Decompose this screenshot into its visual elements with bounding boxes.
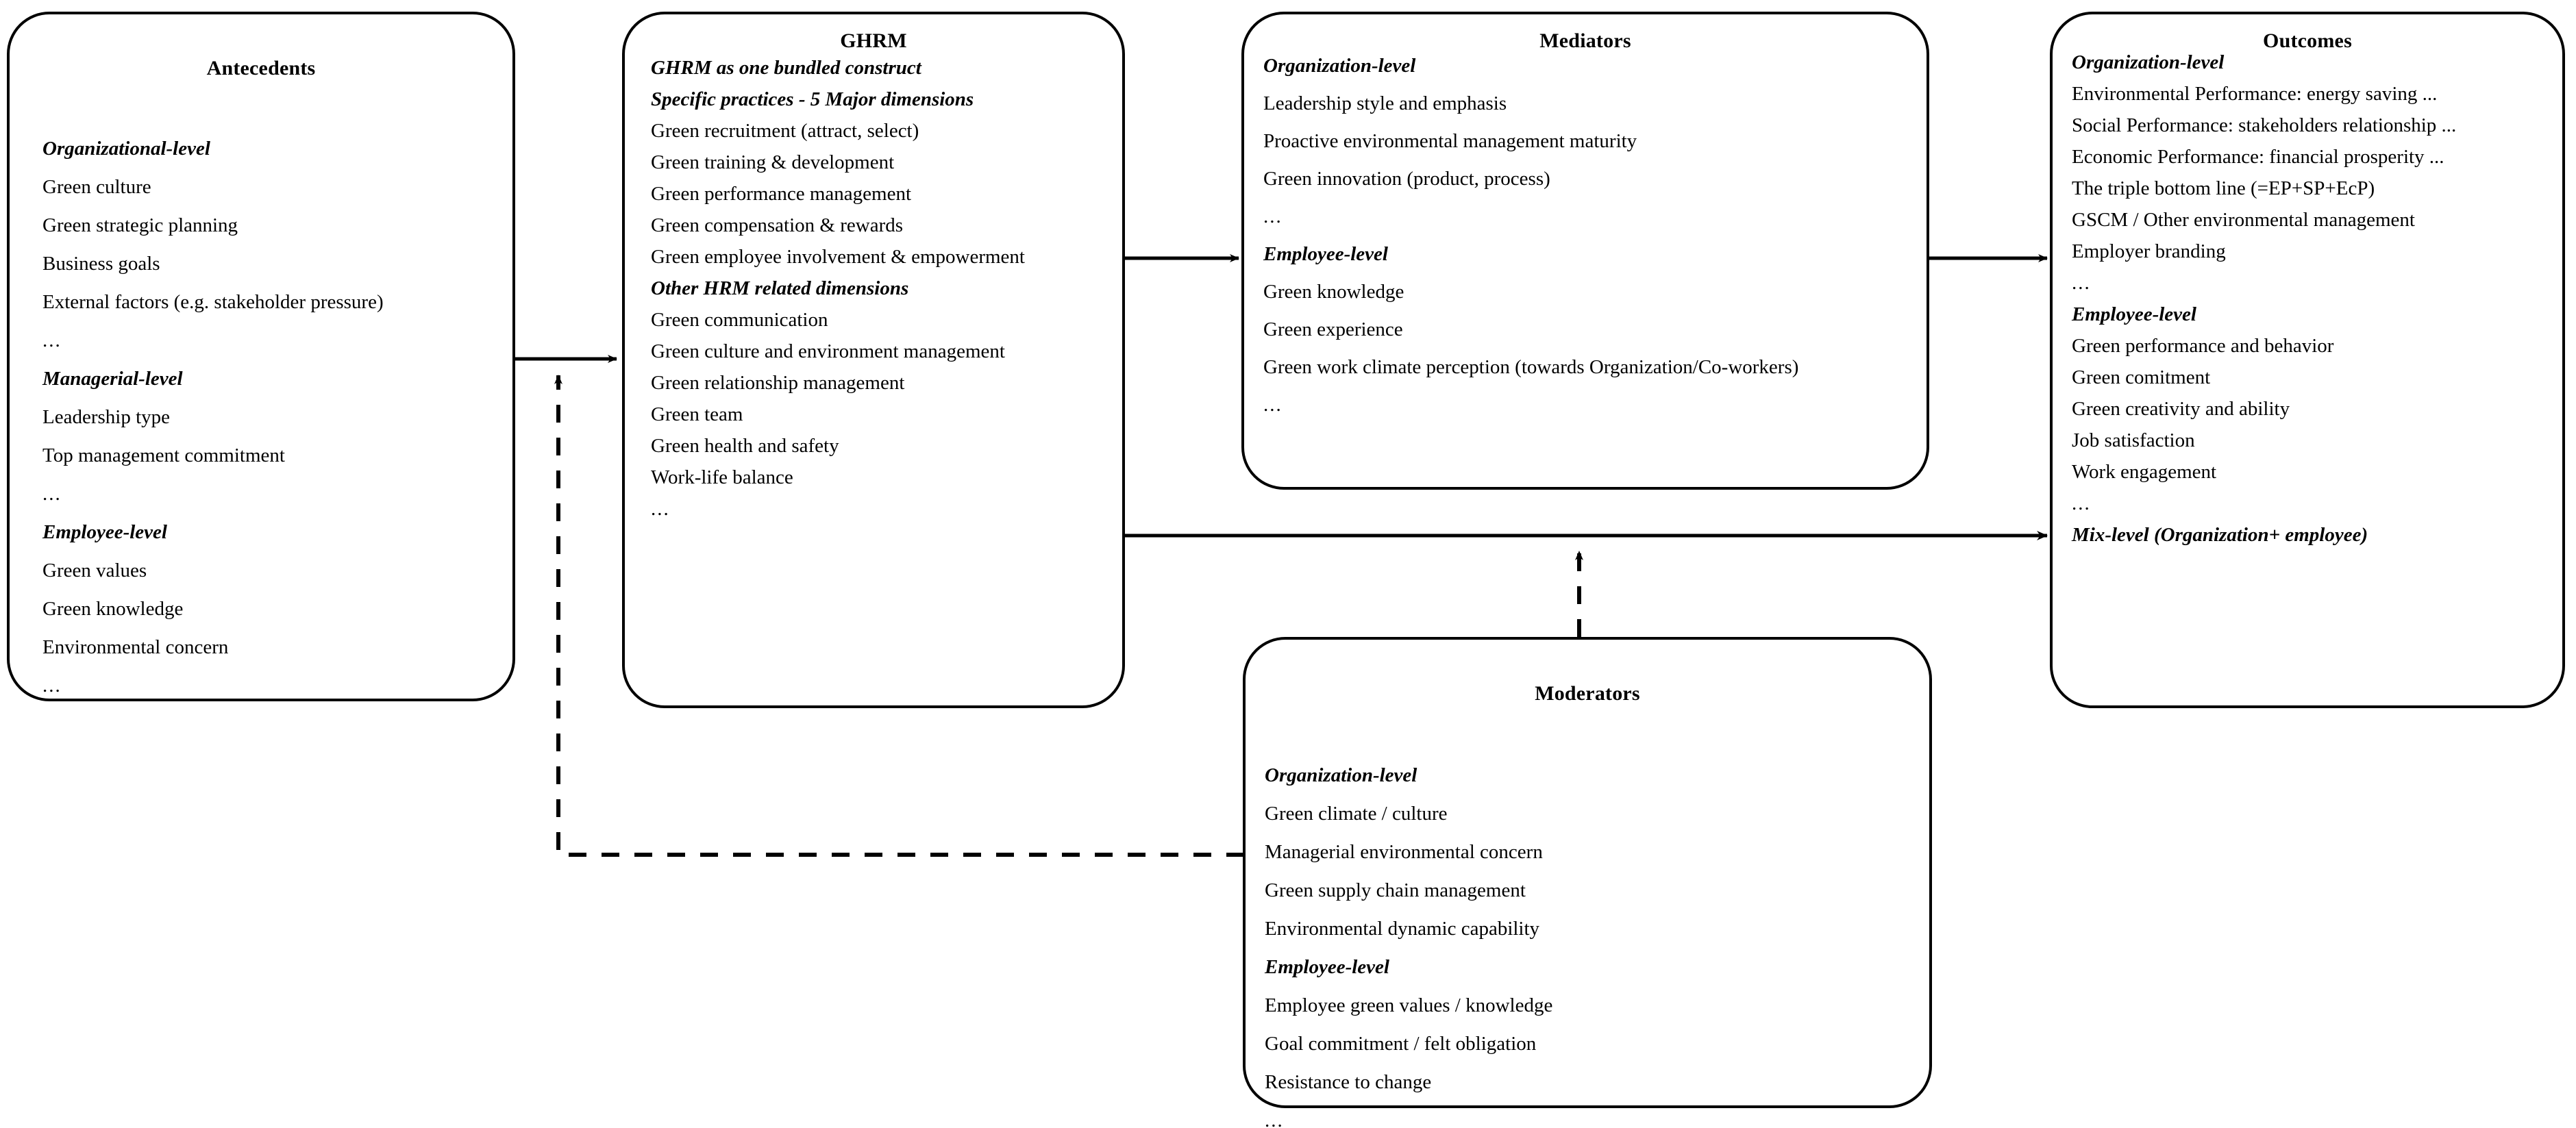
ellipsis-line: ... — [1263, 205, 1283, 227]
list-item: Business goals — [42, 253, 160, 275]
ellipsis-line: ... — [42, 329, 62, 351]
ellipsis-line: ... — [1263, 394, 1283, 416]
list-item: Green values — [42, 560, 147, 581]
list-item: Green relationship management — [651, 372, 905, 394]
list-item: Green compensation & rewards — [651, 214, 904, 236]
list-item: Green creativity and ability — [2072, 398, 2290, 420]
box-mediators-title: Mediators — [1539, 29, 1631, 52]
ellipsis-line: ... — [1265, 1110, 1284, 1128]
ellipsis-line: ... — [651, 498, 670, 520]
list-item: Green knowledge — [42, 598, 184, 620]
list-item: Green training & development — [651, 151, 895, 173]
group-heading: Mix-level (Organization+ employee) — [2072, 524, 2368, 546]
group-heading: Other HRM related dimensions — [651, 277, 909, 299]
ellipsis-line: ... — [42, 483, 62, 505]
list-item: Green supply chain management — [1265, 879, 1526, 901]
group-heading: Specific practices - 5 Major dimensions — [651, 88, 974, 110]
list-item: Green recruitment (attract, select) — [651, 120, 919, 142]
list-item: Green communication — [651, 309, 828, 331]
list-item: Green climate / culture — [1265, 803, 1448, 825]
list-item: Work engagement — [2072, 461, 2217, 483]
group-heading: Employee-level — [42, 521, 167, 543]
list-item: Green innovation (product, process) — [1263, 168, 1550, 190]
list-item: Employee green values / knowledge — [1265, 994, 1553, 1016]
list-item: External factors (e.g. stakeholder press… — [42, 291, 384, 313]
list-item: Proactive environmental management matur… — [1263, 130, 1637, 152]
group-heading: Organization-level — [1265, 764, 1417, 786]
list-item: Green strategic planning — [42, 214, 238, 236]
list-item: Green team — [651, 403, 743, 425]
list-item: Economic Performance: financial prosperi… — [2072, 146, 2444, 168]
ellipsis-line: ... — [42, 675, 62, 697]
list-item: Green culture — [42, 176, 151, 198]
group-heading: Employee-level — [1263, 243, 1388, 265]
box-outcomes-title: Outcomes — [2263, 29, 2352, 52]
list-item: Green performance and behavior — [2072, 335, 2334, 357]
list-item: GSCM / Other environmental management — [2072, 209, 2415, 231]
list-item: Green knowledge — [1263, 281, 1404, 303]
list-item: Work-life balance — [651, 466, 793, 488]
group-heading: Managerial-level — [42, 368, 183, 390]
group-heading: Organization-level — [2072, 51, 2225, 73]
list-item: Environmental concern — [42, 636, 229, 658]
box-antecedents-title: Antecedents — [206, 57, 316, 79]
group-heading: Employee-level — [2072, 303, 2196, 325]
list-item: Green health and safety — [651, 435, 839, 457]
group-heading: Organization-level — [1263, 55, 1416, 77]
list-item: Social Performance: stakeholders relatio… — [2072, 114, 2457, 136]
list-item: Leadership type — [42, 406, 171, 428]
box-ghrm-title: GHRM — [840, 29, 907, 52]
list-item: Green work climate perception (towards O… — [1263, 356, 1799, 378]
list-item: Green comitment — [2072, 366, 2211, 388]
group-heading: Employee-level — [1265, 956, 1389, 978]
list-item: Resistance to change — [1265, 1071, 1432, 1093]
list-item: Green culture and environment management — [651, 340, 1005, 362]
list-item: Green performance management — [651, 183, 912, 205]
list-item: Leadership style and emphasis — [1263, 92, 1507, 114]
list-item: Employer branding — [2072, 240, 2226, 262]
list-item: Goal commitment / felt obligation — [1265, 1033, 1537, 1055]
ellipsis-line: ... — [2072, 272, 2091, 294]
group-heading: Organizational-level — [42, 138, 210, 160]
list-item: Green experience — [1263, 318, 1403, 340]
group-heading: GHRM as one bundled construct — [651, 57, 921, 79]
box-moderators-title: Moderators — [1535, 682, 1640, 705]
list-item: Environmental Performance: energy saving… — [2072, 83, 2438, 105]
list-item: The triple bottom line (=EP+SP+EcP) — [2072, 177, 2375, 199]
list-item: Environmental dynamic capability — [1265, 918, 1540, 940]
list-item: Top management commitment — [42, 444, 285, 466]
list-item: Green employee involvement & empowerment — [651, 246, 1025, 268]
list-item: Job satisfaction — [2072, 429, 2195, 451]
list-item: Managerial environmental concern — [1265, 841, 1543, 863]
ellipsis-line: ... — [2072, 492, 2091, 514]
